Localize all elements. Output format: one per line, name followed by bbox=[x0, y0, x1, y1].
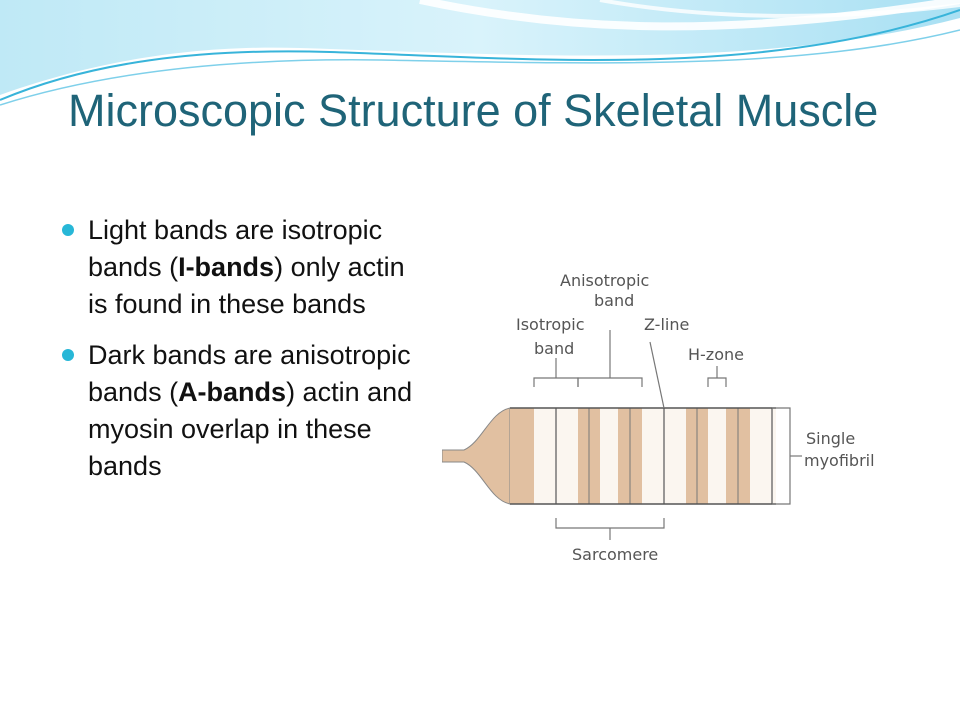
label-anisotropic-band: band bbox=[594, 291, 634, 310]
myofibril-diagram-svg: Anisotropic band Isotropic band Z-line H… bbox=[442, 262, 898, 588]
bullet-text: Light bands are isotropic bands ( bbox=[88, 215, 383, 282]
label-z-line: Z-line bbox=[644, 315, 689, 334]
bullet-text: ) only actin is found in these bands bbox=[88, 252, 405, 319]
header-wave-decoration bbox=[0, 0, 960, 106]
bullet-i-bands: Light bands are isotropic bands (I-bands… bbox=[60, 212, 420, 323]
label-isotropic-band: band bbox=[534, 339, 574, 358]
bullet-dot-icon bbox=[62, 224, 74, 236]
bullet-text: ) actin and myosin overlap in these band… bbox=[88, 377, 413, 481]
label-isotropic: Isotropic bbox=[516, 315, 585, 334]
bullet-bold-term: I-bands bbox=[178, 252, 275, 282]
label-h-zone: H-zone bbox=[688, 345, 744, 364]
label-anisotropic: Anisotropic bbox=[560, 271, 649, 290]
bullet-a-bands: Dark bands are anisotropic bands (A-band… bbox=[60, 337, 420, 485]
a-band bbox=[510, 408, 534, 504]
bullet-dot-icon bbox=[62, 349, 74, 361]
bullet-list: Light bands are isotropic bands (I-bands… bbox=[60, 212, 420, 499]
myofibril-diagram: Anisotropic band Isotropic band Z-line H… bbox=[442, 262, 898, 588]
label-single: Single bbox=[806, 429, 855, 448]
label-sarcomere: Sarcomere bbox=[572, 545, 658, 564]
z-line-pointer bbox=[649, 341, 665, 409]
bullet-bold-term: A-bands bbox=[178, 377, 287, 407]
bullet-text: Dark bands are anisotropic bands ( bbox=[88, 340, 411, 407]
slide-title: Microscopic Structure of Skeletal Muscle bbox=[68, 85, 879, 136]
label-myofibril: myofibril bbox=[804, 451, 875, 470]
